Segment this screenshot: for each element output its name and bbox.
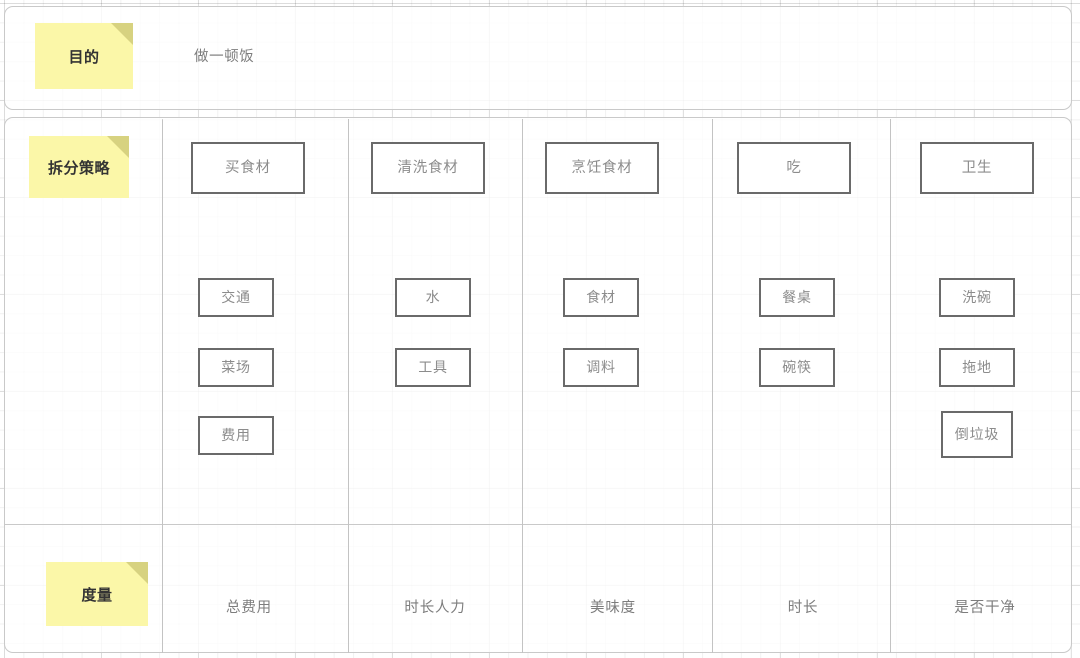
strategy-sub-box[interactable]: 水 [395, 278, 471, 317]
sticky-note-goal-label: 目的 [68, 48, 100, 66]
strategy-sub-box[interactable]: 菜场 [198, 348, 274, 387]
metric-label: 是否干净 [954, 600, 1016, 616]
strategy-metric-card [4, 117, 1072, 653]
strategy-sub-box[interactable]: 洗碗 [939, 278, 1015, 317]
strategy-sub-box[interactable]: 倒垃圾 [941, 411, 1013, 458]
metric-label: 时长人力 [404, 600, 466, 616]
column-separator-5 [890, 119, 891, 653]
sticky-fold-corner-icon [111, 23, 133, 45]
sticky-note-goal[interactable]: 目的 [35, 23, 133, 89]
sticky-note-metric[interactable]: 度量 [46, 562, 148, 626]
strategy-head-box[interactable]: 买食材 [191, 142, 305, 194]
sticky-fold-corner-icon [126, 562, 148, 584]
goal-value-text: 做一顿饭 [194, 49, 255, 65]
strategy-head-box[interactable]: 卫生 [920, 142, 1034, 194]
column-separator-2 [348, 119, 349, 653]
metric-label: 美味度 [590, 600, 636, 616]
strategy-head-box[interactable]: 清洗食材 [371, 142, 485, 194]
column-separator-1 [162, 119, 163, 653]
strategy-sub-box[interactable]: 食材 [563, 278, 639, 317]
strategy-sub-box[interactable]: 工具 [395, 348, 471, 387]
section-divider [4, 524, 1072, 525]
strategy-sub-box[interactable]: 拖地 [939, 348, 1015, 387]
metric-label: 总费用 [226, 600, 272, 616]
sticky-fold-corner-icon [107, 136, 129, 158]
strategy-sub-box[interactable]: 碗筷 [759, 348, 835, 387]
column-separator-4 [712, 119, 713, 653]
strategy-sub-box[interactable]: 费用 [198, 416, 274, 455]
sticky-note-metric-label: 度量 [81, 586, 113, 604]
sticky-note-strategy-label: 拆分策略 [47, 159, 110, 177]
strategy-sub-box[interactable]: 交通 [198, 278, 274, 317]
strategy-sub-box[interactable]: 调料 [563, 348, 639, 387]
goal-section-card [4, 6, 1072, 110]
sticky-note-strategy[interactable]: 拆分策略 [29, 136, 129, 198]
strategy-head-box[interactable]: 烹饪食材 [545, 142, 659, 194]
strategy-sub-box[interactable]: 餐桌 [759, 278, 835, 317]
strategy-head-box[interactable]: 吃 [737, 142, 851, 194]
column-separator-3 [522, 119, 523, 653]
metric-label: 时长 [787, 600, 819, 616]
